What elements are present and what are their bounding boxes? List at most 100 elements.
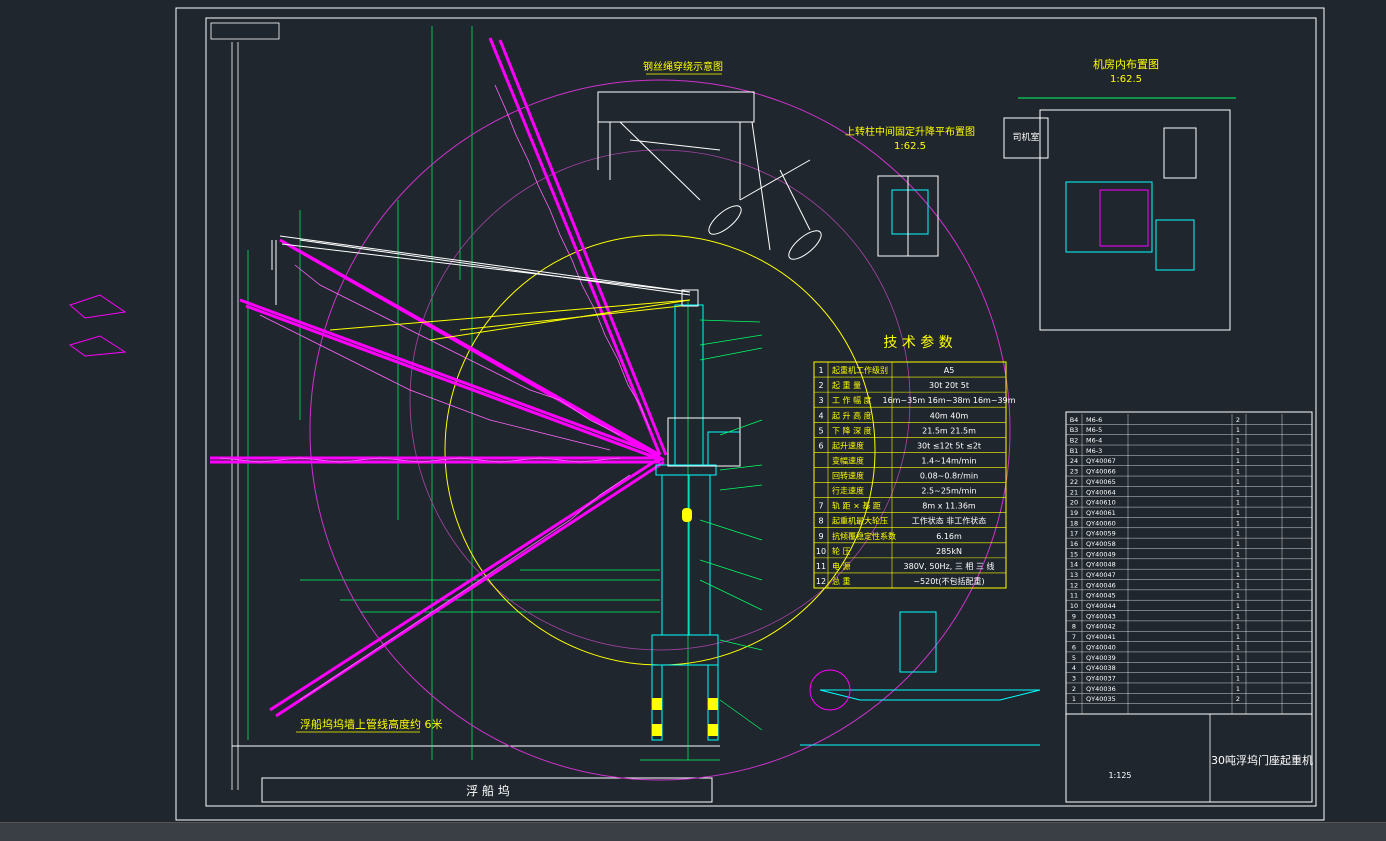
parts-row-code: M6-3: [1086, 447, 1102, 455]
parts-row-code: QY40037: [1086, 674, 1116, 682]
parts-row-no: 15: [1070, 550, 1078, 558]
parts-row-no: 11: [1070, 592, 1078, 600]
spec-row-value: 285kN: [936, 547, 962, 556]
cab-label: 司机室: [1012, 131, 1039, 143]
parts-row-qty: 1: [1236, 447, 1240, 455]
parts-row-no: 18: [1070, 519, 1078, 527]
parts-row-qty: 1: [1236, 561, 1240, 569]
spec-row-value: 6.16m: [936, 532, 962, 541]
parts-row-no: 20: [1070, 499, 1078, 507]
parts-row-code: QY40039: [1086, 654, 1116, 662]
yellow-rope-group: [329, 299, 691, 341]
spec-row-no: 10: [816, 547, 826, 556]
machine-room-scale: 1:62.5: [1110, 74, 1142, 85]
parts-row-no: 3: [1072, 674, 1076, 682]
spec-row-value: 40m 40m: [930, 411, 969, 420]
machine-house: [667, 289, 741, 467]
corner-code-box: [210, 22, 280, 40]
parts-row-qty: 1: [1236, 643, 1240, 651]
parts-row-code: QY40061: [1086, 509, 1116, 517]
parts-row-qty: 1: [1236, 509, 1240, 517]
parts-row-qty: 1: [1236, 530, 1240, 538]
parts-row-qty: 1: [1236, 540, 1240, 548]
spec-row-no: 9: [818, 532, 823, 541]
parts-row-code: QY40042: [1086, 623, 1116, 631]
title-block-frame: [1065, 713, 1313, 803]
parts-row-qty: 1: [1236, 664, 1240, 672]
boom-group: [210, 37, 668, 718]
lattice-group: [219, 84, 651, 701]
parts-row-no: 12: [1070, 581, 1078, 589]
parts-row-no: B1: [1070, 447, 1079, 455]
parts-row-code: M6-6: [1086, 416, 1102, 424]
parts-row-code: QY40064: [1086, 488, 1116, 496]
parts-row-qty: 1: [1236, 602, 1240, 610]
inner-frame: [205, 17, 1317, 807]
parts-row-code: QY40048: [1086, 561, 1116, 569]
dimension-lines: [247, 26, 720, 761]
parts-row-no: 14: [1070, 561, 1078, 569]
parts-row-no: B3: [1070, 426, 1079, 434]
note-label: 浮船坞坞墙上管线高度约 6米: [300, 717, 443, 731]
spec-row-name: 回转速度: [832, 471, 864, 481]
parts-row-code: M6-5: [1086, 426, 1102, 434]
parts-row-code: M6-4: [1086, 437, 1102, 445]
rope-diagram: [597, 91, 822, 260]
parts-row-code: QY40060: [1086, 519, 1116, 527]
parts-row-code: QY40044: [1086, 602, 1116, 610]
parts-row-qty: 1: [1236, 478, 1240, 486]
parts-row-code: QY40043: [1086, 612, 1116, 620]
parts-row-code: QY40040: [1086, 643, 1116, 651]
spec-row-no: 1: [818, 366, 823, 375]
spec-row-name: 工 作 幅 度: [832, 395, 872, 405]
parts-row-code: QY40066: [1086, 468, 1116, 476]
spec-row-no: 6: [818, 441, 823, 450]
parts-row-no: 1: [1072, 695, 1076, 703]
parts-row-no: 2: [1072, 685, 1076, 693]
parts-row-no: 13: [1070, 571, 1078, 579]
parts-row-no: 23: [1070, 468, 1078, 476]
spec-row-no: 5: [818, 426, 823, 435]
parts-row-no: 16: [1070, 540, 1078, 548]
parts-row-qty: 1: [1236, 457, 1240, 465]
spec-row-no: 11: [816, 562, 826, 571]
parts-row-no: 7: [1072, 633, 1076, 641]
side-elevation: [800, 611, 1041, 746]
spec-row-name: 起升速度: [832, 440, 864, 450]
parts-row-no: 4: [1072, 664, 1076, 672]
spec-row-name: 行走速度: [832, 486, 864, 496]
parts-row-code: QY40610: [1086, 499, 1116, 507]
spec-row-no: 3: [818, 396, 823, 405]
parts-row-qty: 2: [1236, 416, 1240, 424]
parts-row-no: 5: [1072, 654, 1076, 662]
parts-row-qty: 1: [1236, 499, 1240, 507]
status-bar: [0, 822, 1386, 841]
parts-row-qty: 1: [1236, 685, 1240, 693]
parts-row-no: 9: [1072, 612, 1076, 620]
parts-row-no: 17: [1070, 530, 1078, 538]
rope-sweep-circle: [409, 149, 911, 651]
parts-row-qty: 1: [1236, 623, 1240, 631]
parts-row-no: 6: [1072, 643, 1076, 651]
parts-row-code: QY40036: [1086, 685, 1116, 693]
outer-frame: [175, 7, 1325, 821]
spec-row-no: 4: [818, 411, 823, 420]
radius-circle: [444, 234, 876, 666]
spec-row-name: 电 源: [832, 561, 851, 571]
wheel-bogies: [652, 698, 718, 736]
spec-row-value: A5: [944, 366, 955, 375]
spec-row-name: 起重机最大轮压: [832, 516, 888, 526]
parts-row-code: QY40065: [1086, 478, 1116, 486]
drawing-title: 30吨浮坞门座起重机: [1211, 753, 1313, 767]
spec-row-value: 21.5m 21.5m: [922, 426, 976, 435]
spec-row-name: 总 重: [832, 576, 851, 586]
parts-row-qty: 1: [1236, 674, 1240, 682]
spec-row-value: 16m~35m 16m~38m 16m~39m: [882, 396, 1015, 405]
rope-diagram-title: 钢丝绳穿绕示意图: [643, 60, 723, 73]
tower-group: [651, 304, 741, 741]
spec-row-value: 30t ≤12t 5t ≤2t: [917, 441, 981, 450]
parts-row-qty: 1: [1236, 581, 1240, 589]
spec-row-value: ~520t(不包括配重): [913, 576, 984, 586]
machine-room-plan: [1003, 97, 1236, 331]
